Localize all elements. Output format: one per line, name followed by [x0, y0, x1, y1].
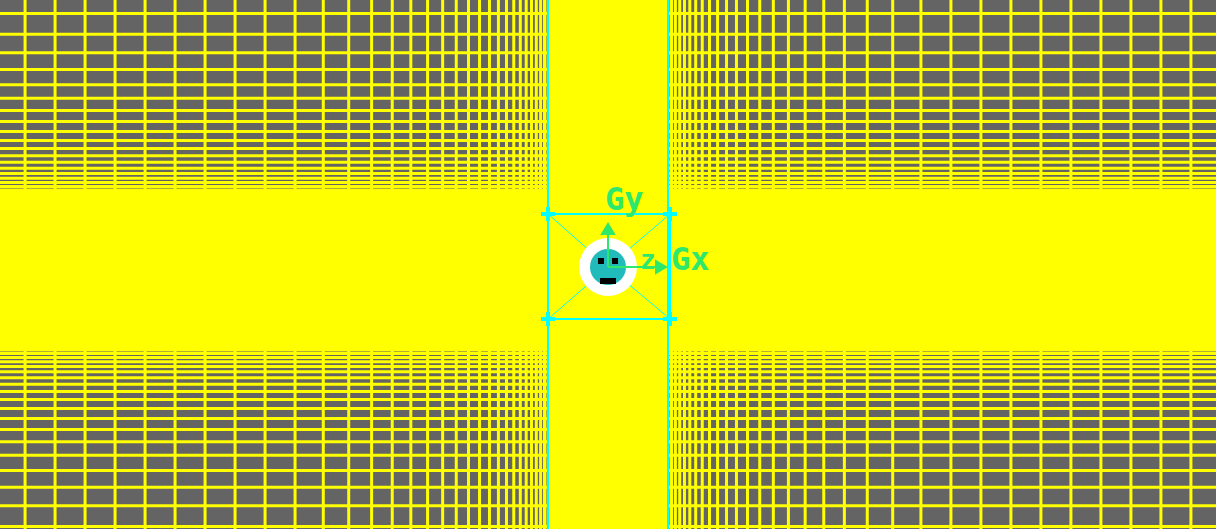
axis-label: Gx — [671, 243, 710, 275]
axis-arrow — [602, 224, 666, 273]
axis-label: Gy — [605, 183, 644, 215]
axis-label: z — [640, 247, 656, 273]
refinement-box — [541, 0, 677, 529]
dense-band — [548, 0, 668, 529]
